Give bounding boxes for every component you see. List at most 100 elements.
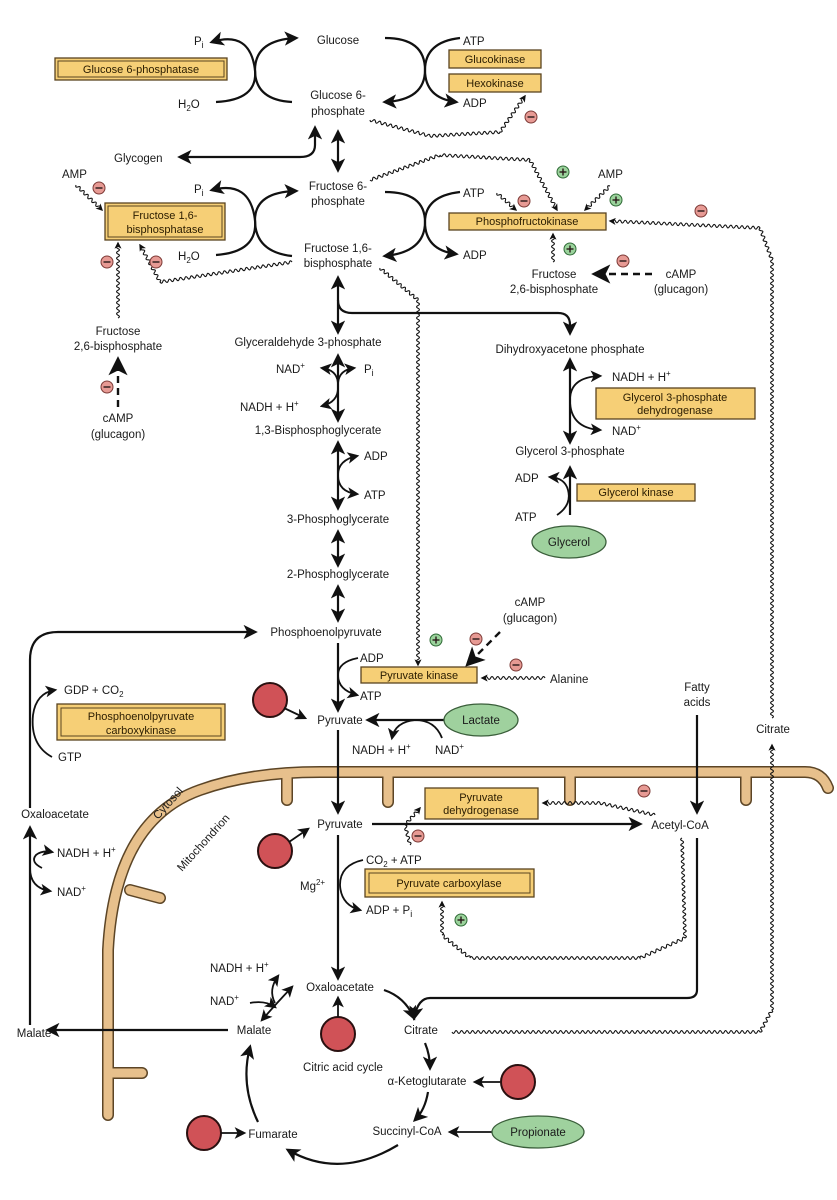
activation-sign (609, 193, 623, 207)
enzyme-hexokinase[interactable]: Hexokinase (448, 73, 542, 93)
metabolite-dhap[interactable]: Dihydroxyacetone phosphate (496, 344, 645, 356)
metabolite-f16bp-line2[interactable]: bisphosphate (304, 258, 372, 270)
pi-label-gapdh: Pi (364, 364, 374, 378)
wavy-to-pdh (404, 806, 421, 846)
enzyme-label-line1: Glycerol 3-phosphate (623, 392, 728, 404)
metabolite-f26bp-left-line2[interactable]: 2,6-bisphosphate (74, 341, 162, 353)
metabolite-g6p-line1[interactable]: Glucose 6- (310, 90, 366, 102)
metabolite-f26bp-right-line1[interactable]: Fructose (532, 269, 577, 281)
metabolite-fumarate[interactable]: Fumarate (248, 1129, 297, 1141)
enzyme-label-line1: Fructose 1,6- (133, 210, 198, 222)
metabolite-f26bp-left-line1[interactable]: Fructose (96, 326, 141, 338)
hexokinase-arc-cofactor (423, 36, 461, 108)
nadh-label-g3pdh: NADH + H+ (612, 369, 671, 384)
wavy-alanine-inhibits-pk (480, 674, 546, 682)
arrow-f16bp-dhap (336, 299, 578, 336)
arrow-oaa-to-citrate (383, 988, 417, 1021)
metabolite-f16bp-line1[interactable]: Fructose 1,6- (304, 243, 372, 255)
enzyme-label: Hexokinase (466, 78, 523, 90)
adp-label-gk: ADP (515, 473, 539, 485)
enzyme-label: Pyruvate kinase (380, 670, 458, 682)
metabolite-pep[interactable]: Phosphoenolpyruvate (270, 627, 381, 639)
metabolite-citrate-cytosol[interactable]: Citrate (756, 724, 790, 736)
camp-label-right: cAMP (666, 269, 697, 281)
enzyme-pepck[interactable]: Phosphoenolpyruvate carboxykinase (56, 703, 226, 741)
arrow-g6p-glycogen (177, 125, 323, 165)
source-label: Glycerol (548, 537, 590, 549)
metabolite-f26bp-right-line2[interactable]: 2,6-bisphosphate (510, 284, 598, 296)
metabolite-f6p-line1[interactable]: Fructose 6- (309, 181, 367, 193)
inhibition-sign (694, 204, 708, 218)
source-lactate[interactable]: Lactate (443, 703, 519, 737)
metabolite-glycerol-3-phosphate[interactable]: Glycerol 3-phosphate (515, 446, 624, 458)
enzyme-glucose-6-phosphatase[interactable]: Glucose 6-phosphatase (54, 57, 228, 81)
activation-sign (429, 633, 443, 647)
source-glycerol[interactable]: Glycerol (531, 525, 607, 559)
fbpase-arc-right (253, 184, 299, 258)
wavy-g6p-inhibits-hexokinase (369, 94, 526, 138)
h2o-label-fbpase: H2O (178, 251, 200, 265)
metabolite-acetyl-coa[interactable]: Acetyl-CoA (651, 820, 709, 832)
metabolite-fatty-acids-line2[interactable]: acids (684, 697, 711, 709)
enzyme-pyruvate-carboxylase[interactable]: Pyruvate carboxylase (364, 868, 535, 898)
metabolite-2pg[interactable]: 2-Phosphoglycerate (287, 569, 389, 581)
metabolite-pyruvate-mito[interactable]: Pyruvate (317, 819, 362, 831)
metabolite-alanine[interactable]: Alanine (550, 674, 588, 686)
metabolite-gap[interactable]: Glyceraldehyde 3-phosphate (234, 337, 381, 349)
arc-atp-pgk (337, 474, 360, 499)
activation-sign (454, 913, 468, 927)
metabolite-akg[interactable]: α-Ketoglutarate (388, 1076, 467, 1088)
enzyme-glycerol-3-phosphate-dehydrogenase[interactable]: Glycerol 3-phosphate dehydrogenase (595, 387, 756, 420)
enzyme-pyruvate-kinase[interactable]: Pyruvate kinase (360, 666, 478, 684)
activation-sign (556, 165, 570, 179)
metabolite-malate-cytosol[interactable]: Malate (17, 1028, 52, 1040)
dashed-camp-inhibits-pk (465, 631, 501, 667)
glucagon-label-left: (glucagon) (91, 429, 146, 441)
metabolite-13bpg[interactable]: 1,3-Bisphosphoglycerate (255, 425, 382, 437)
wavy-amp-activates-pfk (583, 185, 611, 212)
nad-label-mdh-cyto: NAD+ (57, 884, 86, 899)
glucagon-label-pk: (glucagon) (503, 613, 558, 625)
nad-label-ldh: NAD+ (435, 742, 464, 757)
enzyme-label: Phosphofructokinase (476, 216, 579, 228)
amino-acid-source-oaa-mito (320, 1016, 356, 1052)
metabolite-f6p-line2[interactable]: phosphate (311, 196, 365, 208)
enzyme-label-line2: bisphosphatase (126, 224, 203, 236)
arrow-succinylcoa-to-fumarate (285, 1144, 399, 1165)
g6pase-arc-right (253, 31, 299, 104)
metabolite-pyruvate-cytosol[interactable]: Pyruvate (317, 715, 362, 727)
amino-acid-source-pyruvate-mito (257, 833, 293, 869)
inhibition-sign (469, 632, 483, 646)
enzyme-fructose-1-6-bisphosphatase[interactable]: Fructose 1,6- bisphosphatase (104, 202, 226, 241)
inhibition-sign (517, 194, 531, 208)
enzyme-label: Pyruvate carboxylase (396, 878, 501, 890)
nad-label-g3pdh: NAD+ (612, 423, 641, 438)
mg-label: Mg2+ (300, 878, 325, 893)
atp-label-pk: ATP (360, 691, 382, 703)
pfk-arc-main (382, 190, 427, 262)
arc-pi (337, 363, 357, 386)
metabolite-succinyl-coa[interactable]: Succinyl-CoA (372, 1126, 441, 1138)
enzyme-glucokinase[interactable]: Glucokinase (448, 49, 542, 69)
metabolite-citrate-mito[interactable]: Citrate (404, 1025, 438, 1037)
arc-co2-atp-pc (339, 859, 364, 914)
metabolite-fatty-acids-line1[interactable]: Fatty (684, 682, 710, 694)
metabolite-3pg[interactable]: 3-Phosphoglycerate (287, 514, 389, 526)
source-label: Lactate (462, 715, 500, 727)
enzyme-label-line1: Phosphoenolpyruvate (88, 711, 194, 723)
enzyme-glycerol-kinase[interactable]: Glycerol kinase (576, 483, 696, 502)
metabolite-oxaloacetate-mito[interactable]: Oxaloacetate (306, 982, 374, 994)
enzyme-phosphofructokinase[interactable]: Phosphofructokinase (448, 212, 607, 231)
adp-pi-label: ADP + Pi (366, 905, 412, 919)
metabolite-oxaloacetate-cytosol[interactable]: Oxaloacetate (21, 809, 89, 821)
metabolite-malate-mito[interactable]: Malate (237, 1025, 272, 1037)
citric-acid-cycle-label: Citric acid cycle (303, 1062, 383, 1074)
metabolite-glucose[interactable]: Glucose (317, 35, 359, 47)
metabolite-g6p-line2[interactable]: phosphate (311, 106, 365, 118)
atp-label-pgk: ATP (364, 490, 386, 502)
source-propionate[interactable]: Propionate (491, 1115, 585, 1149)
metabolite-glycogen[interactable]: Glycogen (114, 153, 163, 165)
inhibition-sign (100, 255, 114, 269)
enzyme-pyruvate-dehydrogenase[interactable]: Pyruvate dehydrogenase (424, 787, 539, 820)
